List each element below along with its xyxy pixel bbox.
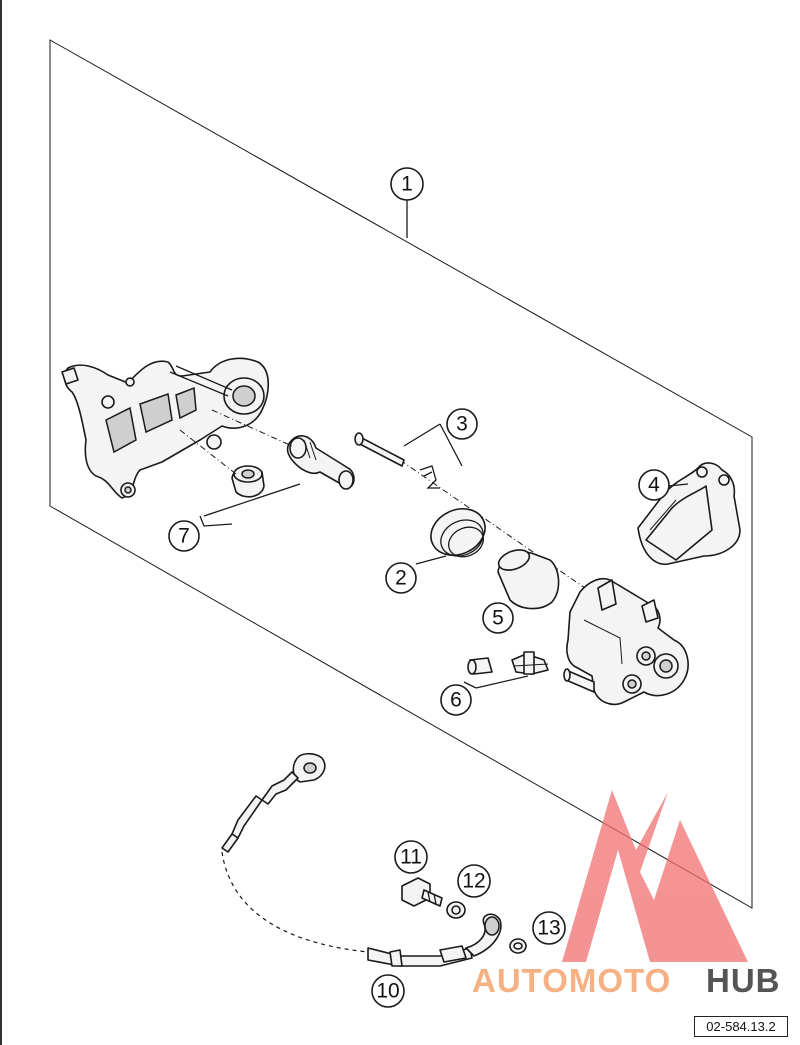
svg-text:11: 11 (400, 846, 422, 869)
brake-hose (221, 752, 502, 967)
leader-line-4 (667, 483, 689, 487)
callout-6: 6 (440, 684, 472, 716)
watermark-logo-mark (562, 790, 748, 962)
pad-pin-and-clip (354, 432, 440, 489)
callout-5: 5 (482, 602, 514, 634)
kit-boundary-outline (49, 39, 753, 909)
rubber-bushing (231, 465, 265, 498)
guide-pin-with-boot (286, 435, 355, 490)
svg-text:7: 7 (178, 525, 190, 548)
svg-text:2: 2 (395, 567, 407, 590)
callout-3: 3 (446, 408, 478, 440)
caliper-carrier-bracket (61, 357, 270, 499)
sealing-washer-13 (509, 938, 527, 954)
svg-text:10: 10 (376, 980, 399, 1003)
caliper-piston (497, 549, 560, 610)
callout-11: 11 (394, 840, 428, 874)
piston-seal-ring (430, 508, 486, 558)
leader-lines-6 (463, 675, 529, 689)
svg-text:1: 1 (401, 173, 413, 196)
callout-10: 10 (371, 974, 405, 1008)
leader-lines-3 (403, 423, 463, 467)
left-border-line (0, 0, 2, 1045)
svg-text:6: 6 (450, 689, 462, 712)
brake-pads (637, 462, 741, 565)
svg-text:3: 3 (456, 413, 468, 436)
assembly-axis-bushing (179, 429, 237, 475)
svg-text:13: 13 (537, 917, 560, 940)
watermark-word-hub: HUB (706, 962, 781, 999)
drawing-code-label: 02-584.13.2 (694, 1016, 788, 1037)
callout-12: 12 (457, 864, 491, 898)
callout-13: 13 (532, 911, 566, 945)
leader-lines-7 (199, 483, 301, 527)
callout-2: 2 (385, 562, 417, 594)
sealing-washer-12 (446, 901, 466, 919)
svg-text:5: 5 (492, 607, 504, 630)
svg-text:12: 12 (462, 870, 485, 893)
callout-7: 7 (168, 520, 200, 552)
assembly-axis-pin (211, 409, 293, 447)
banjo-bolt (401, 877, 443, 907)
svg-text:4: 4 (648, 474, 660, 497)
bleeder-valve-set (467, 651, 549, 675)
callout-1: 1 (390, 167, 424, 201)
callout-4: 4 (638, 469, 670, 501)
leader-line-2 (415, 555, 447, 565)
caliper-housing (563, 577, 689, 706)
watermark-word-automoto: AUTOMOTO (472, 962, 672, 999)
